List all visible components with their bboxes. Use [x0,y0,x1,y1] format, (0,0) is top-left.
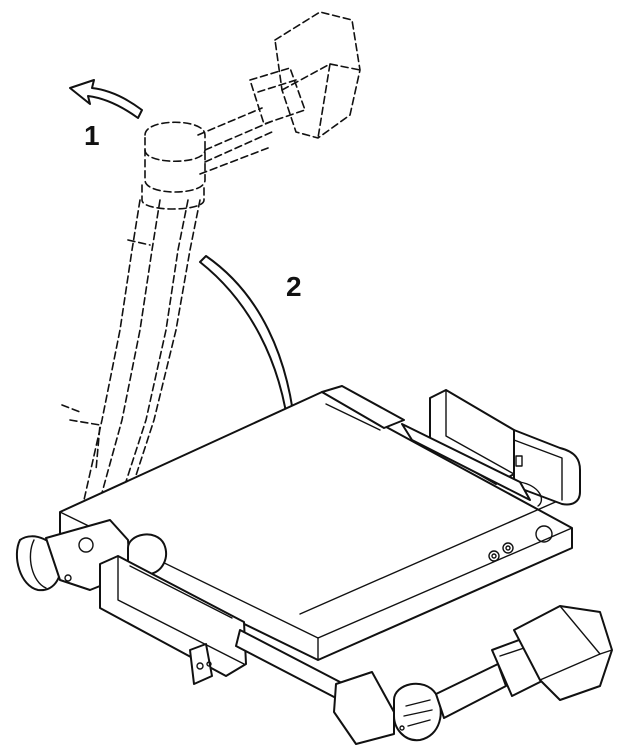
camera-arm-stowed [333,605,613,745]
step-label-1: 1 [84,120,100,151]
lamp-arm-right [401,389,581,507]
step-label-2: 2 [286,271,302,302]
rotation-arrow-1 [69,79,143,119]
lamp-arm-left [15,519,341,699]
